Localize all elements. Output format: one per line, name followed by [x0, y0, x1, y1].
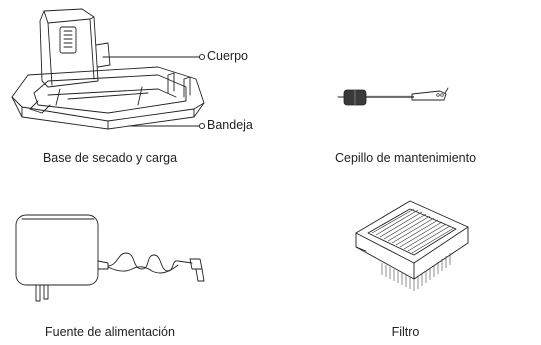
- item-filter: Filtro: [270, 175, 541, 345]
- callout-bandeja: Bandeja: [207, 118, 253, 132]
- charging-base-icon: [8, 5, 213, 137]
- cleaning-brush-icon: [332, 82, 452, 110]
- item-caption: Cepillo de mantenimiento: [334, 151, 477, 165]
- item-caption: Base de secado y carga: [42, 151, 178, 165]
- item-caption: Fuente de alimentación: [45, 325, 175, 339]
- callout-cuerpo: Cuerpo: [207, 49, 248, 63]
- item-caption: Filtro: [391, 325, 420, 339]
- item-power: Fuente de alimentación: [0, 175, 270, 345]
- item-base: Cuerpo Bandeja Base de secado y carga: [0, 0, 270, 175]
- power-adapter-icon: [14, 213, 214, 305]
- item-brush: Cepillo de mantenimiento: [270, 0, 541, 175]
- filter-icon: [352, 197, 472, 301]
